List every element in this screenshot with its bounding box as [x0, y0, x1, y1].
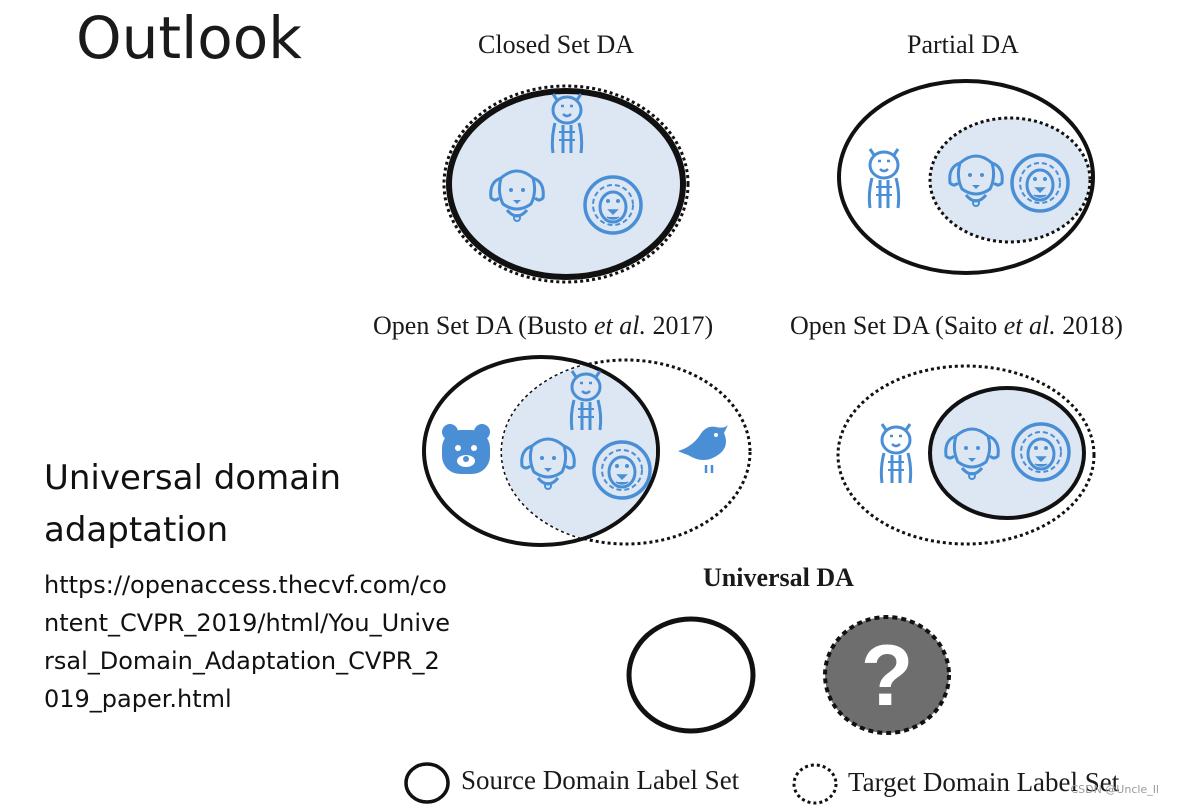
universal-da-diagram: ?	[626, 615, 951, 735]
legend-target-label: Target Domain Label Set	[848, 767, 1120, 797]
open-set-saito-etal: et al.	[1003, 311, 1056, 340]
open-set-busto-suffix: 2017)	[646, 311, 714, 340]
busto-source-circle	[422, 355, 660, 547]
universal-da-title: Universal DA	[703, 563, 854, 592]
open-set-saito-title: Open Set DA (Saito et al. 2018)	[790, 311, 1123, 341]
paper-link[interactable]: https://openaccess.thecvf.com/content_CV…	[44, 571, 451, 713]
closed-set-source-circle	[446, 88, 686, 280]
open-set-busto-etal: et al.	[594, 311, 646, 340]
open-set-saito-prefix: Open Set DA (Saito	[790, 311, 1004, 340]
question-icon: ?	[861, 628, 914, 724]
section-heading: Universal domain adaptation	[44, 458, 342, 550]
partial-target-circle	[928, 116, 1092, 244]
partial-da-diagram	[837, 79, 1095, 275]
watermark: CSDN @Uncle_Il	[1070, 783, 1159, 796]
slide-title: Outlook	[76, 4, 302, 72]
bird-icon	[678, 425, 728, 473]
tiger-icon	[867, 147, 901, 210]
universal-target-circle	[823, 615, 951, 735]
partial-source-circle	[837, 79, 1095, 275]
busto-target-circle	[500, 358, 752, 546]
open-set-busto-title: Open Set DA (Busto et al. 2017)	[373, 311, 713, 341]
universal-source-circle	[626, 616, 756, 734]
legend	[404, 762, 838, 805]
closed-set-target-circle	[442, 84, 690, 284]
legend-target-swatch	[792, 763, 838, 805]
open-set-busto-prefix: Open Set DA (Busto	[373, 311, 594, 340]
bear-icon	[442, 424, 490, 474]
partial-da-title: Partial DA	[907, 30, 1019, 59]
open-set-busto-diagram	[422, 355, 752, 547]
closed-set-diagram	[442, 84, 690, 284]
tiger-icon	[879, 422, 913, 485]
saito-source-circle	[928, 386, 1086, 520]
legend-source-label: Source Domain Label Set	[461, 765, 740, 795]
closed-set-title: Closed Set DA	[478, 30, 634, 59]
open-set-saito-diagram	[836, 364, 1096, 546]
legend-source-swatch	[404, 762, 450, 804]
saito-target-circle	[836, 364, 1096, 546]
open-set-saito-suffix: 2018)	[1055, 311, 1123, 340]
